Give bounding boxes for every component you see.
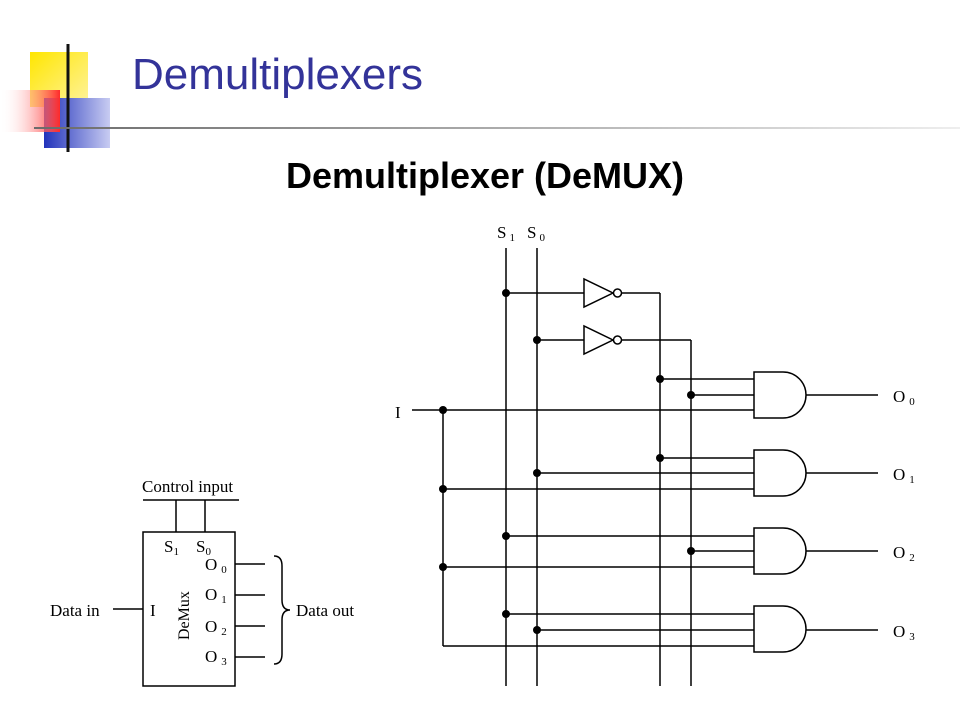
- and-gate-2: [753, 527, 807, 575]
- circuit-input-label: I: [395, 403, 401, 422]
- block-name: DeMux: [176, 591, 193, 640]
- slide-logo: [0, 44, 110, 152]
- logo-red-block: [0, 90, 60, 132]
- title-rule: [34, 127, 960, 129]
- block-select-s0: S0: [196, 537, 211, 558]
- output-brace: [273, 555, 291, 665]
- control-input-label: Control input: [142, 477, 233, 496]
- inverter-s1: [583, 277, 615, 309]
- junction-dots: [439, 289, 695, 634]
- slide-title: Demultiplexers: [132, 50, 423, 99]
- data-in-label: Data in: [50, 601, 100, 620]
- block-input-pin: I: [150, 601, 156, 620]
- and-gate-3: [753, 605, 807, 653]
- slide-subtitle: Demultiplexer (DeMUX): [285, 155, 685, 196]
- and-gate-1: [753, 449, 807, 497]
- block-select-s1: S1: [164, 537, 179, 558]
- data-out-label: Data out: [296, 601, 354, 620]
- inverter-s0: [583, 324, 615, 356]
- and-gate-0: [753, 371, 807, 419]
